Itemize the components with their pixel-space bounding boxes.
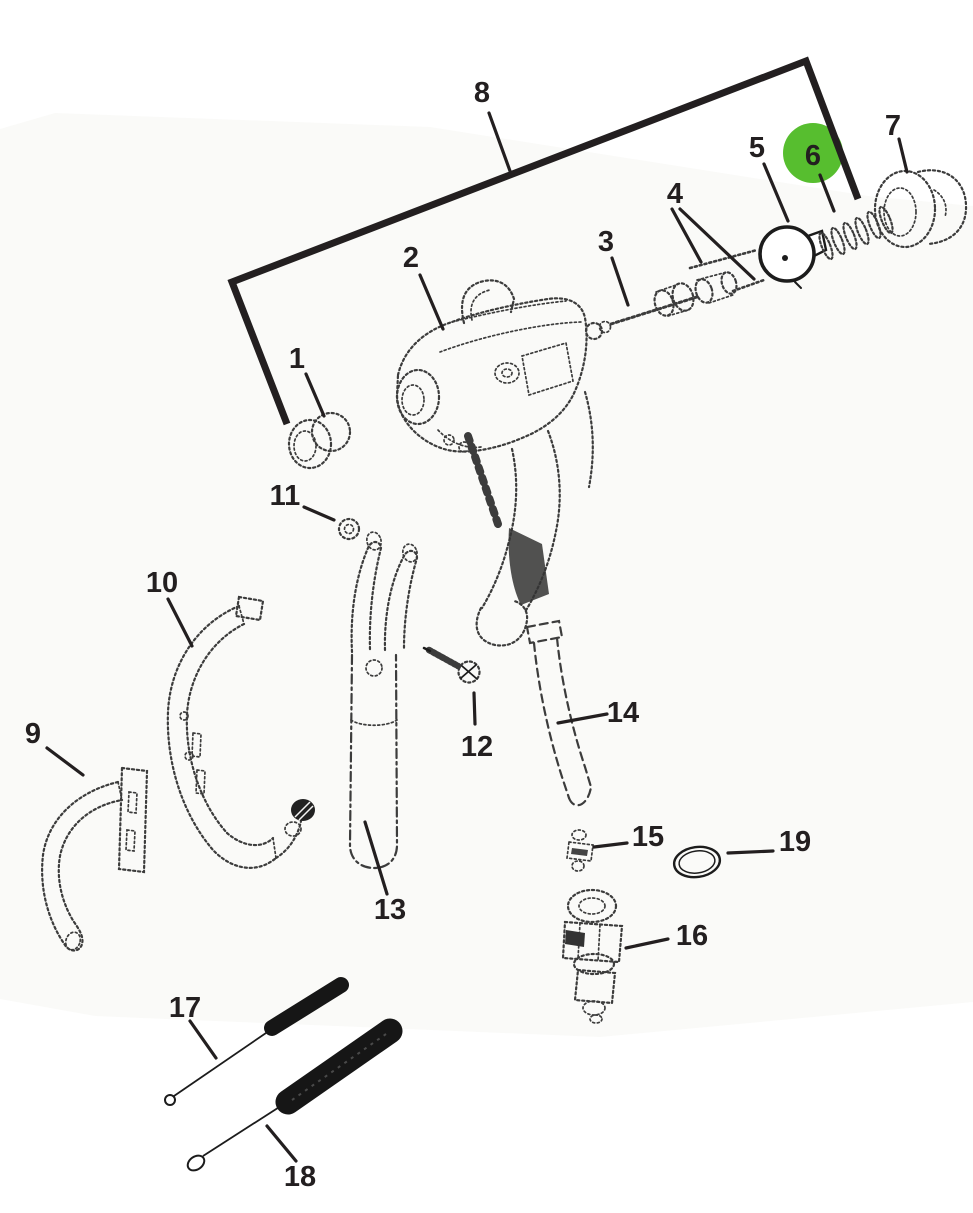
leader-layer <box>45 111 909 1163</box>
part-13-trigger-lever <box>348 531 419 870</box>
callout-10-leader <box>166 597 194 648</box>
callout-1-leader <box>304 372 326 418</box>
part-17-small-brush <box>164 977 349 1106</box>
callout-19-leader <box>726 849 775 855</box>
callout-6-label: 6 <box>805 140 821 172</box>
callout-1-label: 1 <box>289 343 305 375</box>
callout-14-leader <box>556 712 609 725</box>
callout-4-leader <box>670 207 703 264</box>
callout-12-leader <box>472 691 477 726</box>
callout-14-label: 14 <box>607 697 639 729</box>
callout-4-label: 4 <box>667 178 683 210</box>
callout-3-leader <box>610 256 630 307</box>
part-16-inlet-valve <box>561 888 624 1024</box>
assembly-bracket-8 <box>227 56 862 426</box>
part-illustrations <box>41 169 968 1172</box>
callout-17-leader <box>188 1019 218 1060</box>
callout-16-label: 16 <box>676 920 708 952</box>
part-11-packing-nut <box>337 517 361 541</box>
callout-5-leader <box>762 162 790 223</box>
callout-11-leader <box>302 505 336 522</box>
part-9-handle-hook <box>41 766 149 952</box>
callout-2-leader <box>418 273 445 331</box>
callout-8-leader <box>487 111 512 173</box>
callout-7-label: 7 <box>885 110 901 142</box>
callout-5-label: 5 <box>749 132 765 164</box>
part-14-fluid-tube <box>525 619 593 807</box>
callout-7-leader <box>897 137 909 174</box>
callout-12-label: 12 <box>461 731 493 763</box>
callout-18-leader <box>265 1124 298 1163</box>
callout-9-leader <box>45 746 85 777</box>
callout-13-label: 13 <box>374 894 406 926</box>
background-shading <box>0 113 973 1037</box>
callout-4-leader-2 <box>678 207 756 281</box>
part-7-retaining-cap <box>873 169 968 249</box>
callout-16-leader <box>624 937 670 950</box>
callout-6-leader <box>818 173 836 213</box>
callout-10-label: 10 <box>146 567 178 599</box>
part-5-diaphragm-disc <box>758 225 828 289</box>
callout-15-label: 15 <box>632 821 664 853</box>
callout-19-label: 19 <box>779 826 811 858</box>
callout-11-label: 11 <box>270 480 301 512</box>
part-4-needle-assembly <box>653 248 766 317</box>
part-15-swivel-fitting <box>566 829 594 872</box>
callout-2-label: 2 <box>403 242 419 274</box>
callout-15-leader <box>592 841 629 849</box>
callout-17-label: 17 <box>169 992 201 1024</box>
bracket-layer <box>227 56 862 426</box>
part-2-gun-body <box>395 279 594 647</box>
highlight-circle-6 <box>783 123 843 183</box>
callout-3-label: 3 <box>598 226 614 258</box>
callout-13-leader <box>363 820 389 896</box>
highlight-layer <box>783 123 843 183</box>
part-18-large-brush <box>186 1018 403 1172</box>
part-19-o-ring <box>672 845 722 879</box>
part-10-trigger-guard <box>166 595 315 869</box>
part-3-needle <box>584 294 702 341</box>
part-6-spring <box>818 205 894 261</box>
callout-9-label: 9 <box>25 718 41 750</box>
part-12-screw <box>422 646 481 684</box>
part-1-air-cap <box>287 411 352 470</box>
callout-18-label: 18 <box>284 1161 316 1193</box>
callout-8-label: 8 <box>474 77 490 109</box>
